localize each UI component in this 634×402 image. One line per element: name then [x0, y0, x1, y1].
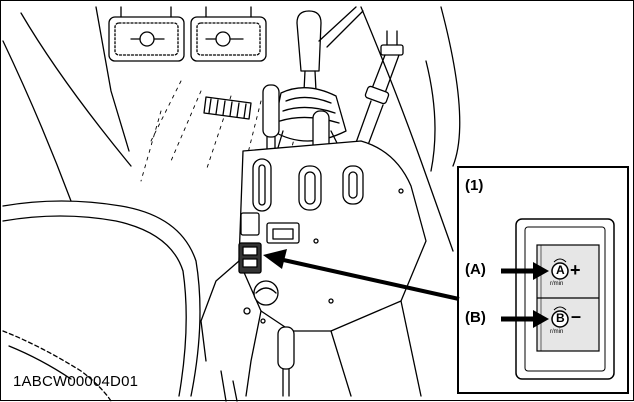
inset-number: (1): [465, 177, 484, 194]
air-vent-right: [190, 6, 267, 62]
switch-b-letter: B: [556, 311, 565, 325]
console-switches: [238, 212, 300, 315]
callout-a-label: (A): [465, 261, 486, 278]
cab-wall-right: [360, 6, 454, 252]
engine-speed-down-icon: [551, 310, 569, 328]
pedal: [203, 96, 252, 120]
cab-panel-line: [20, 12, 132, 167]
console-panel: [200, 140, 427, 397]
switch-b-sign: –: [571, 306, 582, 326]
control-rod: [318, 6, 364, 48]
right-lever: [352, 30, 404, 154]
shift-lever: [272, 10, 347, 152]
bottom-lever: [277, 326, 295, 397]
callout-b-label: (B): [465, 309, 486, 326]
cab-pillar-line: [95, 6, 130, 152]
engine-speed-up-icon: [551, 262, 569, 280]
document-code: 1ABCW00004D01: [13, 373, 139, 390]
inset-switch-panel: [501, 218, 615, 380]
switch-a-sign: +: [570, 260, 581, 280]
inset-box: [457, 166, 629, 394]
switch-b-unit: r/min: [550, 329, 564, 335]
switch-a-unit: r/min: [550, 281, 564, 287]
switch-a-letter: A: [556, 263, 565, 277]
seat: [2, 200, 201, 402]
pointer-arrow: [263, 249, 460, 301]
air-vent-left: [108, 6, 185, 62]
